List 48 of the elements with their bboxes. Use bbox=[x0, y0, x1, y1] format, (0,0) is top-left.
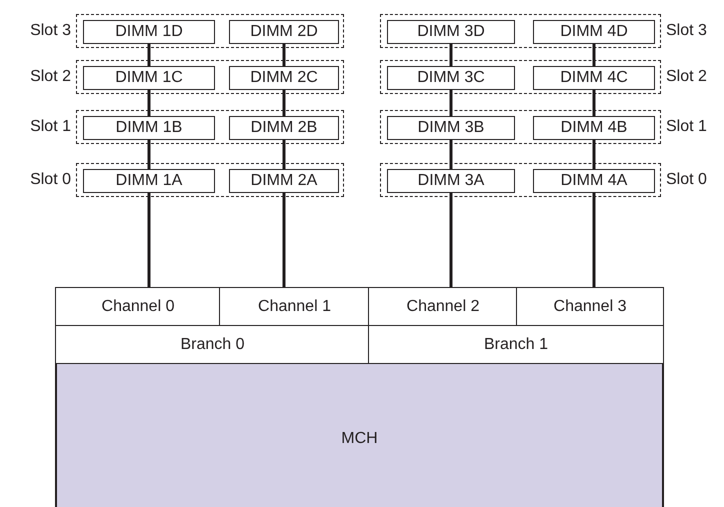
channel-cell: Channel 2 bbox=[368, 287, 518, 327]
connector-line bbox=[148, 90, 150, 116]
memory-module-box: DIMM 2A bbox=[229, 169, 339, 193]
slot-label: Slot 2 bbox=[30, 68, 71, 86]
memory-module-box: DIMM 3A bbox=[387, 169, 515, 193]
memory-module-box: DIMM 3C bbox=[387, 66, 515, 90]
connector-line bbox=[282, 90, 286, 116]
connector-line bbox=[148, 193, 150, 287]
connector-line bbox=[282, 44, 286, 66]
channel-cell: Channel 0 bbox=[55, 287, 221, 327]
connector-line bbox=[450, 44, 452, 66]
connector-line bbox=[148, 44, 150, 66]
memory-module-box: DIMM 2B bbox=[229, 116, 339, 140]
slot-label: Slot 3 bbox=[666, 22, 707, 40]
memory-module-box: DIMM 1A bbox=[83, 169, 215, 193]
memory-module-box: DIMM 4A bbox=[533, 169, 655, 193]
connector-line bbox=[450, 90, 452, 116]
memory-module-box: DIMM 1C bbox=[83, 66, 215, 90]
memory-module-box: DIMM 3B bbox=[387, 116, 515, 140]
connector-line bbox=[592, 193, 596, 287]
memory-module-box: DIMM 1D bbox=[83, 20, 215, 44]
memory-module-box: DIMM 2D bbox=[229, 20, 339, 44]
memory-module-box: DIMM 3D bbox=[387, 20, 515, 44]
controller-label: MCH bbox=[341, 430, 378, 448]
branch-cell: Branch 0 bbox=[55, 325, 370, 364]
memory-module-box: DIMM 4C bbox=[533, 66, 655, 90]
connector-line bbox=[282, 140, 286, 169]
connector-line bbox=[592, 140, 596, 169]
connector-line bbox=[450, 140, 452, 169]
slot-label: Slot 1 bbox=[666, 118, 707, 136]
branch-cell: Branch 1 bbox=[368, 325, 664, 364]
memory-module-box: DIMM 1B bbox=[83, 116, 215, 140]
channel-cell: Channel 3 bbox=[516, 287, 664, 327]
connector-line bbox=[450, 193, 452, 287]
slot-label: Slot 0 bbox=[30, 171, 71, 189]
controller-box bbox=[55, 287, 664, 507]
memory-module-box: DIMM 2C bbox=[229, 66, 339, 90]
connector-line bbox=[592, 90, 596, 116]
slot-label: Slot 2 bbox=[666, 68, 707, 86]
memory-module-box: DIMM 4D bbox=[533, 20, 655, 44]
slot-label: Slot 0 bbox=[666, 171, 707, 189]
connector-line bbox=[148, 140, 150, 169]
slot-label: Slot 3 bbox=[30, 22, 71, 40]
connector-line bbox=[282, 193, 286, 287]
connector-line bbox=[592, 44, 596, 66]
channel-cell: Channel 1 bbox=[219, 287, 370, 327]
slot-label: Slot 1 bbox=[30, 118, 71, 136]
memory-module-box: DIMM 4B bbox=[533, 116, 655, 140]
